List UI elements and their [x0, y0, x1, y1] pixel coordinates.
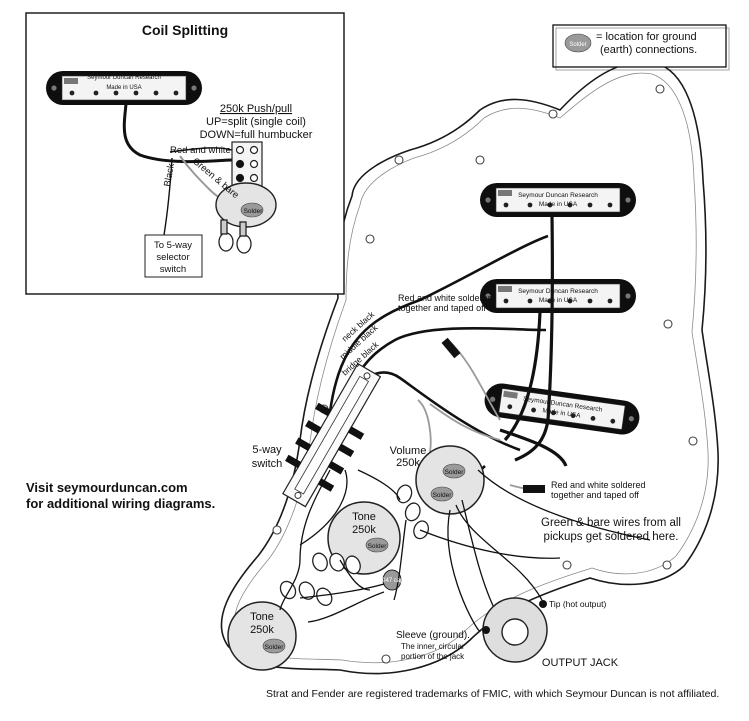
- footer-trademark: Strat and Fender are registered trademar…: [266, 688, 720, 700]
- sleeve-label-1: Sleeve (ground).: [396, 630, 470, 641]
- visit-text: Visit seymourduncan.com for additional w…: [26, 480, 215, 512]
- tone-low-label-2: 250k: [250, 624, 274, 636]
- sleeve-label-3: portion of the jack: [401, 652, 465, 661]
- pickguard-screws: [245, 84, 698, 664]
- selector-note-2: selector: [156, 252, 189, 263]
- switch-label-1: 5-way: [252, 444, 282, 456]
- sleeve-label-2: The inner, circular: [401, 642, 465, 651]
- tip-label: Tip (hot output): [549, 599, 606, 609]
- volume-solder-1: Solder: [445, 469, 465, 476]
- push-pull-up: UP=split (single coil): [206, 116, 306, 128]
- red-white-top-1: Red and white soldered: [398, 293, 493, 303]
- legend-line-2: (earth) connections.: [600, 44, 697, 56]
- push-pull-down: DOWN=full humbucker: [200, 129, 313, 141]
- push-pull-solder: Solder: [244, 208, 264, 215]
- five-way-switch: [282, 362, 382, 508]
- middle-pickup-origin: Made in USA: [539, 297, 578, 304]
- neck-pickup: [479, 182, 637, 218]
- tone-mid-solder: Solder: [368, 543, 388, 550]
- switch-label-2: switch: [252, 458, 283, 470]
- neck-pickup-brand: Seymour Duncan Research: [518, 192, 598, 199]
- coil-split-pickup-brand: Seymour Duncan Research: [87, 75, 161, 81]
- cap-label: .047 cap: [380, 578, 404, 584]
- legend-line-1: = location for ground: [596, 31, 697, 43]
- tone-pot-middle: [312, 501, 402, 591]
- middle-pickup: [479, 278, 637, 314]
- selector-note-box: [144, 234, 203, 278]
- green-bare-note-1: Green & bare wires from all: [541, 517, 681, 529]
- pickguard-inner-outline: [233, 72, 709, 664]
- selector-note-3: switch: [160, 264, 186, 275]
- coil-split-title: Coil Splitting: [142, 22, 228, 38]
- visit-line-1: Visit seymourduncan.com: [26, 480, 188, 495]
- output-jack: [482, 597, 548, 663]
- neck-pickup-origin: Made in USA: [539, 201, 578, 208]
- volume-pot: [396, 445, 485, 540]
- green-bare-note-2: pickups get soldered here.: [544, 531, 679, 543]
- legend-box: [552, 24, 730, 71]
- tone-pot-lower: [227, 580, 333, 671]
- volume-solder-2: Solder: [433, 492, 453, 499]
- push-pull-title: 250k Push/pull: [220, 103, 292, 115]
- red-white-bottom-1: Red and white soldered: [551, 480, 646, 490]
- volume-label-2: 250k: [396, 457, 420, 469]
- wire-black-label: Black: [162, 162, 177, 187]
- pickup-leads: [499, 214, 568, 467]
- taped-end-bottom: [523, 485, 545, 493]
- middle-pickup-brand: Seymour Duncan Research: [518, 288, 598, 295]
- tone-low-label-1: Tone: [250, 611, 274, 623]
- tone-mid-label-2: 250k: [352, 524, 376, 536]
- tone-mid-label-1: Tone: [352, 511, 376, 523]
- wire-red-white-label: Red and white: [170, 145, 231, 156]
- taped-end-top: [441, 337, 461, 359]
- push-pull-pot: [215, 141, 277, 254]
- coil-split-pickup-origin: Made in USA: [106, 85, 141, 91]
- capacitor: [382, 569, 402, 591]
- visit-line-2: for additional wiring diagrams.: [26, 496, 216, 511]
- red-white-top-2: together and taped off: [398, 303, 486, 313]
- legend-badge: Solder: [569, 42, 586, 48]
- red-white-bottom-2: together and taped off: [551, 490, 639, 500]
- output-jack-label: OUTPUT JACK: [542, 657, 619, 669]
- pot-wiring: [279, 469, 651, 633]
- tone-low-solder: Solder: [265, 644, 285, 651]
- volume-label-1: Volume: [390, 445, 427, 457]
- selector-note-1: To 5-way: [154, 240, 192, 251]
